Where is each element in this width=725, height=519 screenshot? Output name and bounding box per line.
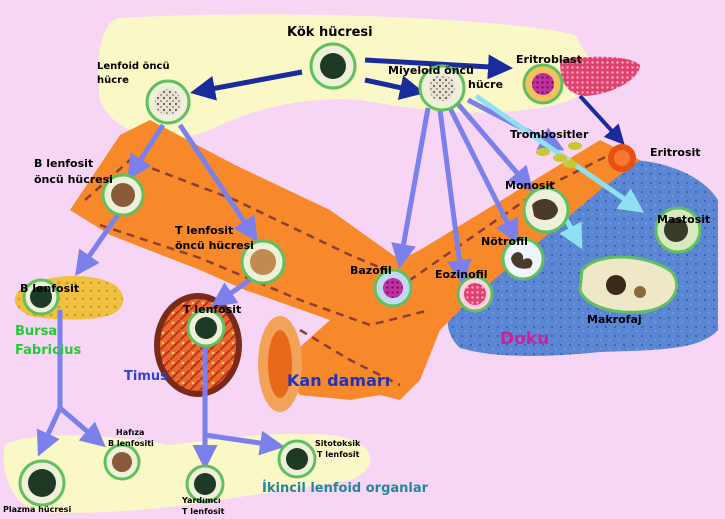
- label-plasma-cell: Plazma hücresi: [3, 505, 71, 514]
- label-myeloid-progenitor-2: hücre: [468, 78, 503, 91]
- blood-vessel: [70, 120, 640, 412]
- arrows: [36, 54, 645, 470]
- label-erythroblast: Eritroblast: [516, 53, 582, 66]
- label-t-progenitor-2: öncü hücresi: [175, 239, 254, 252]
- label-helper-t-2: T lenfosit: [182, 507, 225, 516]
- label-stem-cell: Kök hücresi: [287, 25, 373, 40]
- label-blood-vessel: Kan damarı: [287, 371, 390, 390]
- label-lymphoid-progenitor-1: Lenfoid öncü: [97, 61, 170, 72]
- platelets: [536, 142, 582, 168]
- basophil-cell: [373, 268, 413, 308]
- label-cytotoxic-t-1: Sitotoksik: [315, 439, 361, 448]
- label-helper-t-1: Yardımcı: [181, 496, 221, 505]
- b-lymphocyte-cell: [22, 278, 60, 316]
- label-myeloid-progenitor-1: Miyeloid öncü: [388, 64, 474, 77]
- label-b-progenitor-1: B lenfosit: [34, 157, 93, 170]
- label-thymus: Timus: [124, 369, 168, 384]
- label-macrophage: Makrofaj: [587, 313, 642, 326]
- macrophage-cell: [578, 255, 679, 314]
- label-memory-b-1: Hafıza: [116, 428, 144, 437]
- t-lymphocyte-cell: [186, 308, 226, 348]
- label-bursa-2: Fabricius: [15, 343, 81, 358]
- label-lymphoid-progenitor-2: hücre: [97, 75, 129, 86]
- erythrocyte-cell: [608, 144, 636, 172]
- label-tissue: Doku: [500, 329, 549, 349]
- myeloid-progenitor-cell: [418, 64, 466, 112]
- label-monocyte: Monosit: [505, 179, 554, 192]
- label-memory-b-2: B lenfositi: [108, 439, 154, 448]
- label-neutrophil: Nötrofil: [481, 235, 528, 248]
- label-mast-cell: Mastosit: [657, 213, 710, 226]
- label-eosinophil: Eozinofil: [435, 268, 488, 281]
- label-platelets: Trombositler: [510, 128, 589, 141]
- monocyte-cell: [522, 186, 570, 234]
- label-t-progenitor-1: T lenfosit: [175, 224, 233, 237]
- label-erythrocyte: Eritrosit: [650, 146, 701, 159]
- label-b-progenitor-2: öncü hücresi: [34, 173, 113, 186]
- erythroblast-cell: [522, 56, 640, 105]
- stem-cell: [309, 42, 357, 90]
- label-b-lymphocyte: B lenfosit: [20, 282, 79, 295]
- label-bursa-1: Bursa: [15, 324, 57, 339]
- lymphoid-progenitor-cell: [145, 79, 191, 125]
- mast-cell: [654, 206, 702, 254]
- label-cytotoxic-t-2: T lenfosit: [317, 450, 360, 459]
- b-progenitor-cell: [101, 173, 145, 217]
- eosinophil-cell: [456, 275, 494, 313]
- memory-b-cell: [103, 443, 141, 481]
- label-basophil: Bazofil: [350, 264, 392, 277]
- plasma-cell: [18, 459, 66, 507]
- neutrophil-cell: [501, 237, 545, 281]
- label-secondary-lymphoid: İkincil lenfoid organlar: [262, 480, 429, 496]
- label-t-lymphocyte: T lenfosit: [183, 303, 241, 316]
- t-progenitor-cell: [240, 239, 286, 285]
- cytotoxic-t-cell: [277, 439, 317, 479]
- helper-t-cell: [185, 464, 225, 504]
